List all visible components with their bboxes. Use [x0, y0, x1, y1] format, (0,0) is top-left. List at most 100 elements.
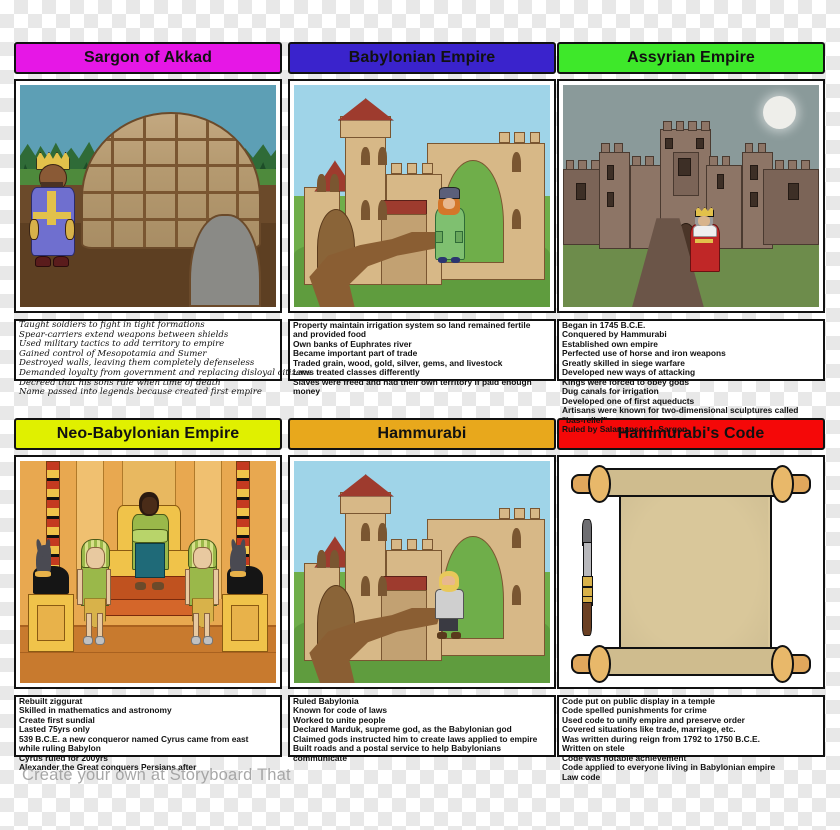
description-text: Property maintain irrigation system so l…	[293, 320, 552, 397]
description-sargon-of-akkad[interactable]: Taught soldiers to fight in tight format…	[14, 319, 311, 397]
boot-left	[437, 632, 447, 639]
fortress-wall-right	[762, 169, 819, 245]
description-assyrian-empire[interactable]: Began in 1745 B.C.E. Conquered by Hammur…	[557, 319, 825, 434]
desc-line-overflow: communicate	[293, 752, 347, 763]
description-text: Taught soldiers to fight in tight format…	[19, 320, 311, 398]
hand-left	[434, 230, 443, 244]
cell-title-assyrian-empire[interactable]: Assyrian Empire	[557, 42, 825, 74]
hand-right	[64, 218, 75, 241]
desc-line-overflow: Cyrus ruled for 200yrs	[19, 752, 108, 763]
description-text: Code put on public display in a temple C…	[562, 696, 821, 782]
character-hammurabi	[435, 568, 465, 639]
scene-king-beside-thatched-hut	[20, 85, 276, 307]
description-hammurabis-code[interactable]: Code put on public display in a temple C…	[557, 695, 825, 782]
hand-left	[29, 218, 40, 241]
hut-doorway	[188, 213, 261, 307]
illustration-panel-sargon-of-akkad[interactable]	[14, 79, 282, 313]
scroll-roll-top	[570, 465, 812, 503]
illustration-panel-babylonian-empire[interactable]	[288, 79, 556, 313]
shoe-left	[437, 257, 447, 263]
desc-line-overflow: money	[293, 386, 320, 397]
storyboardthat-watermark: Create your own at Storyboard That	[22, 766, 291, 784]
desc-line-overflow: Artisans were known for two-dimensional …	[562, 405, 799, 416]
scene-night-fortress	[563, 85, 819, 307]
illustration-panel-neo-babylonian-empire[interactable]	[14, 455, 282, 689]
pedestal-right	[222, 594, 269, 652]
cell-title-hammurabis-code[interactable]: Hammurabi's Code	[557, 418, 825, 450]
cell-title-sargon-of-akkad[interactable]: Sargon of Akkad	[14, 42, 282, 74]
description-text: Began in 1745 B.C.E. Conquered by Hammur…	[562, 320, 821, 434]
face	[141, 496, 157, 514]
white-collar	[692, 224, 718, 238]
desc-line-overflow: Slaves were freed and had their own terr…	[293, 376, 532, 387]
hieroglyph-panel	[231, 605, 260, 641]
desc-line: Decreed that his sons rule when time of …	[19, 377, 221, 388]
roll-knob-right	[771, 465, 795, 503]
roll-wrap	[592, 647, 790, 677]
desc-line-overflow: Name passed into legends because created…	[19, 387, 262, 398]
description-neo-babylonian-empire[interactable]: Rebuilt ziggurat Skilled in mathematics …	[14, 695, 282, 772]
illustration-panel-hammurabi[interactable]	[288, 455, 556, 689]
roll-wrap	[592, 467, 790, 497]
face	[442, 197, 456, 209]
character-assyrian-king	[689, 207, 720, 274]
description-hammurabi[interactable]: Ruled Babylonia Known for code of laws W…	[288, 695, 556, 763]
shoe-left	[35, 255, 51, 268]
cell-title-babylonian-empire[interactable]: Babylonian Empire	[288, 42, 556, 74]
roll-knob-right	[771, 645, 795, 683]
description-text: Rebuilt ziggurat Skilled in mathematics …	[19, 696, 278, 773]
scene-tan-castle	[294, 85, 550, 307]
character-neo-babylonian-king	[130, 492, 169, 590]
roll-knob-left	[587, 645, 611, 683]
illustration-panel-assyrian-empire[interactable]	[557, 79, 825, 313]
boot-right	[451, 632, 461, 639]
beard	[440, 584, 457, 592]
gold-sash	[46, 190, 57, 226]
crossed-arms	[132, 529, 169, 543]
hand-right	[454, 230, 463, 244]
anubis-statue-right	[227, 538, 264, 595]
storyboard-cell-assyrian-empire[interactable]: Assyrian Empire	[557, 42, 825, 434]
shoe-right	[451, 257, 461, 263]
shoe-right	[152, 581, 164, 590]
guard-left	[76, 538, 112, 646]
moon-icon	[762, 96, 796, 130]
desc-line-overflow: Dug canals for irrigation	[562, 386, 659, 397]
storyboard-cell-neo-babylonian-empire[interactable]: Neo-Babylonian Empire	[14, 418, 282, 772]
character-sargon-king	[29, 151, 75, 268]
desc-line-overflow: Ruled by Salamanser 1. Sargon	[562, 423, 688, 434]
gold-belt	[32, 211, 72, 219]
desc-line-overflow: Law code	[562, 771, 601, 782]
hieroglyph-panel	[36, 605, 65, 641]
scroll-roll-bottom	[570, 645, 812, 683]
roll-knob-left	[587, 465, 611, 503]
desc-line-overflow: "bas-relief"	[562, 414, 608, 425]
cell-title-hammurabi[interactable]: Hammurabi	[288, 418, 556, 450]
grey-tunic	[435, 588, 465, 620]
desc-line-overflow: Code applied to everyone living in Babyl…	[562, 762, 776, 773]
character-babylonian-figure	[434, 187, 465, 263]
shoe-right	[53, 255, 69, 268]
cell-title-neo-babylonian-empire[interactable]: Neo-Babylonian Empire	[14, 418, 282, 450]
desc-line-overflow: Developed one of first aqueducts	[562, 395, 695, 406]
description-babylonian-empire[interactable]: Property maintain irrigation system so l…	[288, 319, 556, 396]
face	[442, 576, 456, 588]
storyboard-cell-babylonian-empire[interactable]: Babylonian Empire	[288, 42, 556, 396]
desc-line-overflow: Alexander the Great conquers Persians af…	[19, 762, 197, 773]
gold-belt	[694, 239, 713, 244]
scene-tan-castle-hammurabi	[294, 461, 550, 683]
storyboard-cell-sargon-of-akkad[interactable]: Sargon of Akkad	[14, 42, 311, 397]
illustration-panel-hammurabis-code[interactable]	[557, 455, 825, 689]
teal-skirt	[135, 542, 166, 579]
shoe-left	[134, 581, 147, 590]
pedestal-left	[27, 594, 74, 652]
anubis-statue-left	[32, 538, 69, 595]
storyboard-cell-hammurabis-code[interactable]: Hammurabi's Code	[557, 418, 825, 782]
guard-right	[184, 538, 220, 646]
scene-blank-scroll	[563, 461, 819, 683]
scene-egyptian-throne-room	[20, 461, 276, 683]
stylus-pen-icon	[581, 518, 593, 637]
parchment-shading	[619, 478, 768, 661]
storyboard-cell-hammurabi[interactable]: Hammurabi	[288, 418, 556, 763]
